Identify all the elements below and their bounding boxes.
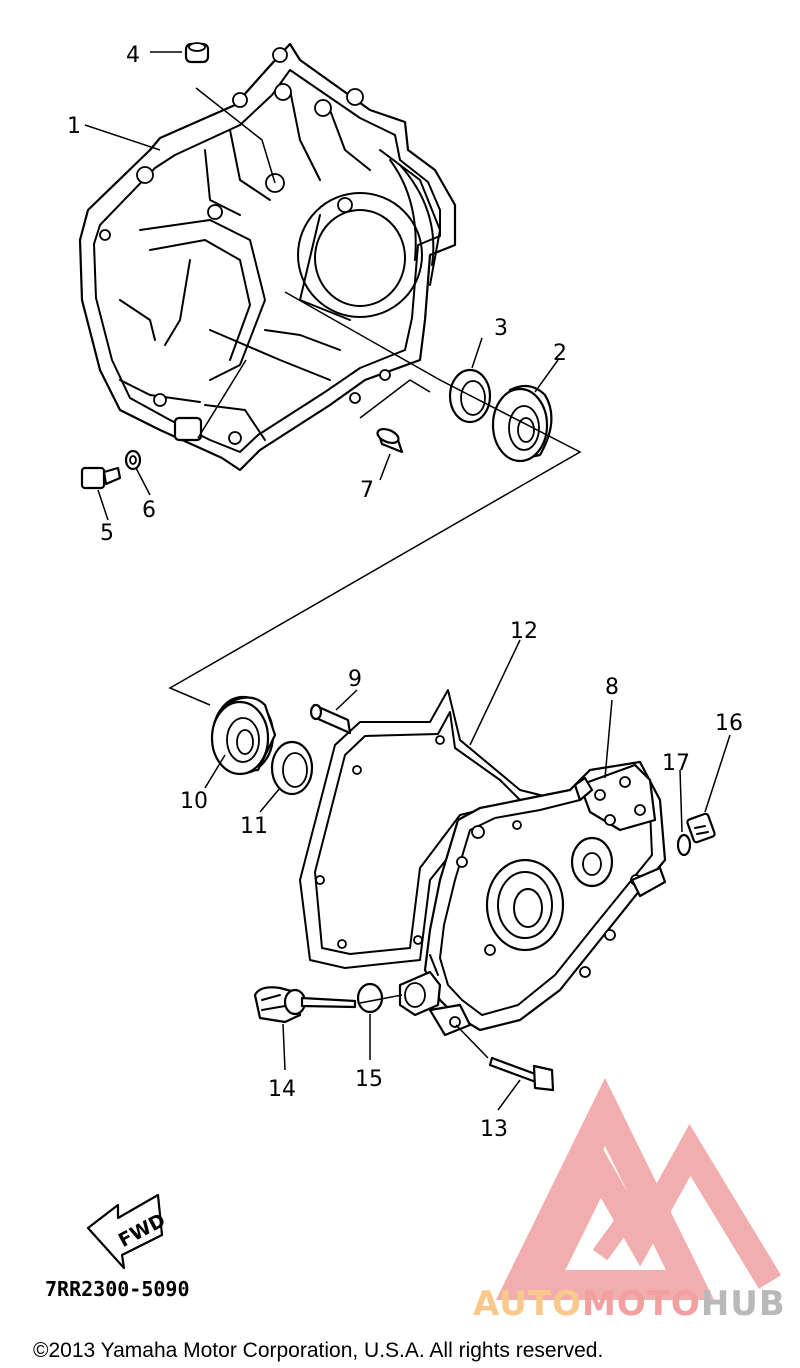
label-part-10: 10 [180,789,208,814]
diagram-code: 7RR2300-5090 [45,1277,190,1301]
label-part-13: 13 [480,1117,508,1142]
label-part-4: 4 [126,43,140,68]
copyright-notice: ©2013 Yamaha Motor Corporation, U.S.A. A… [33,1339,603,1362]
part-8-plate [573,776,594,802]
label-part-17: 17 [662,751,690,776]
wordmark-moto: MOTO [582,1284,701,1324]
part-17-washer [676,833,692,857]
part-11-oil-seal [270,740,314,796]
wordmark-auto: AUTO [473,1284,582,1324]
part-number-labels: 1 2 3 4 5 6 7 8 9 10 11 12 13 14 15 16 1… [67,43,743,1142]
fwd-arrow-icon: FWD [86,1193,169,1270]
label-part-5: 5 [100,521,114,546]
automotohub-logo-icon [495,1077,782,1300]
leader-lines-upper [84,51,582,706]
part-9-dowel-pin [309,703,352,735]
label-part-1: 1 [67,114,81,139]
part-4-nut [184,42,210,64]
label-part-14: 14 [268,1077,296,1102]
wordmark-hub: HUB [701,1284,786,1324]
label-part-11: 11 [240,814,268,839]
part-16-drain-plug [686,812,716,844]
label-part-9: 9 [348,667,362,692]
label-part-15: 15 [355,1067,383,1092]
label-part-3: 3 [494,316,508,341]
part-14-oil-dipstick [253,986,357,1024]
crankcase-cover-drawing [398,760,667,1037]
part-2-bearing [491,384,553,463]
label-part-8: 8 [605,675,619,700]
part-13-bolt [488,1056,555,1092]
crankcase-drawing [78,42,457,472]
part-5-bolt [80,466,122,490]
watermark-wordmark: AUTOMOTOHUB [473,1284,786,1324]
label-part-16: 16 [715,711,743,736]
leader-lines-lower [204,639,731,1111]
part-15-o-ring [356,982,384,1014]
label-part-6: 6 [142,498,156,523]
svg-text:AUTOMOTOHUB: AUTOMOTOHUB [473,1284,786,1324]
label-part-7: 7 [360,478,374,503]
part-10-bearing [210,695,277,776]
part-7-dowel-pin [376,427,404,454]
label-part-12: 12 [510,619,538,644]
label-part-2: 2 [553,341,567,366]
